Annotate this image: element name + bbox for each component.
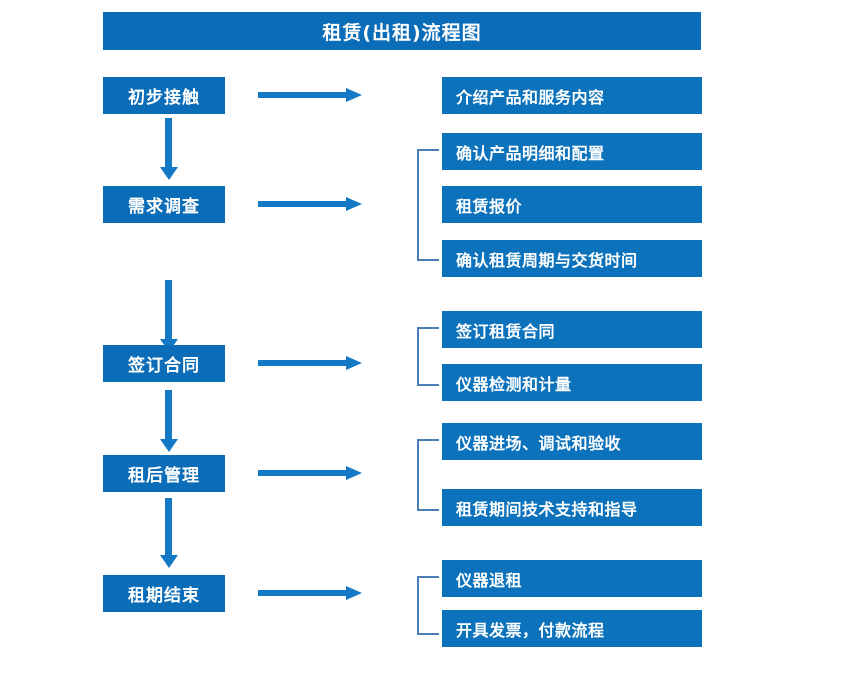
arrow-head: [346, 197, 362, 211]
arrow-right-stage-3: [258, 353, 362, 373]
arrow-down-stage-2-to-3: [160, 280, 178, 352]
arrow-down-stage-4-to-5: [160, 498, 178, 568]
detail-box-invoice-payment[interactable]: 开具发票，付款流程: [442, 610, 702, 647]
group-bracket-stage-2: [417, 149, 439, 261]
stage-box-post-rental-management[interactable]: 租后管理: [103, 455, 225, 492]
arrow-right-stage-5: [258, 583, 362, 603]
detail-box-instrument-inspection[interactable]: 仪器检测和计量: [442, 364, 702, 401]
arrow-shaft: [165, 118, 172, 167]
arrow-shaft: [258, 360, 346, 366]
arrow-right-stage-2: [258, 194, 362, 214]
arrow-shaft: [165, 390, 172, 439]
stage-box-initial-contact[interactable]: 初步接触: [103, 77, 225, 114]
detail-box-instrument-return[interactable]: 仪器退租: [442, 560, 702, 597]
detail-box-intro-products-services[interactable]: 介绍产品和服务内容: [442, 77, 702, 114]
arrow-head: [346, 586, 362, 600]
arrow-head: [346, 466, 362, 480]
arrow-down-stage-3-to-4: [160, 390, 178, 452]
detail-box-sign-rental-contract[interactable]: 签订租赁合同: [442, 311, 702, 348]
detail-box-technical-support[interactable]: 租赁期间技术支持和指导: [442, 489, 702, 526]
arrow-shaft: [258, 590, 346, 596]
arrow-right-stage-4: [258, 463, 362, 483]
detail-box-instrument-onsite-commissioning[interactable]: 仪器进场、调试和验收: [442, 423, 702, 460]
stage-box-rental-end[interactable]: 租期结束: [103, 575, 225, 612]
detail-box-rental-quotation[interactable]: 租赁报价: [442, 186, 702, 223]
diagram-title: 租赁(出租)流程图: [103, 12, 701, 50]
arrow-shaft: [258, 470, 346, 476]
arrow-right-stage-1: [258, 85, 362, 105]
stage-box-sign-contract[interactable]: 签订合同: [103, 345, 225, 382]
detail-box-confirm-period-delivery[interactable]: 确认租赁周期与交货时间: [442, 240, 702, 277]
arrow-head: [346, 88, 362, 102]
arrow-head: [160, 555, 178, 568]
detail-box-confirm-product-spec[interactable]: 确认产品明细和配置: [442, 133, 702, 170]
arrow-head: [346, 356, 362, 370]
group-bracket-stage-4: [417, 439, 439, 511]
arrow-down-stage-1-to-2: [160, 118, 178, 180]
arrow-head: [160, 167, 178, 180]
arrow-shaft: [258, 201, 346, 207]
stage-box-requirements-survey[interactable]: 需求调查: [103, 186, 225, 223]
arrow-shaft: [258, 92, 346, 98]
arrow-head: [160, 439, 178, 452]
arrow-shaft: [165, 498, 172, 555]
group-bracket-stage-5: [417, 576, 439, 635]
arrow-shaft: [165, 280, 172, 339]
group-bracket-stage-3: [417, 327, 439, 386]
